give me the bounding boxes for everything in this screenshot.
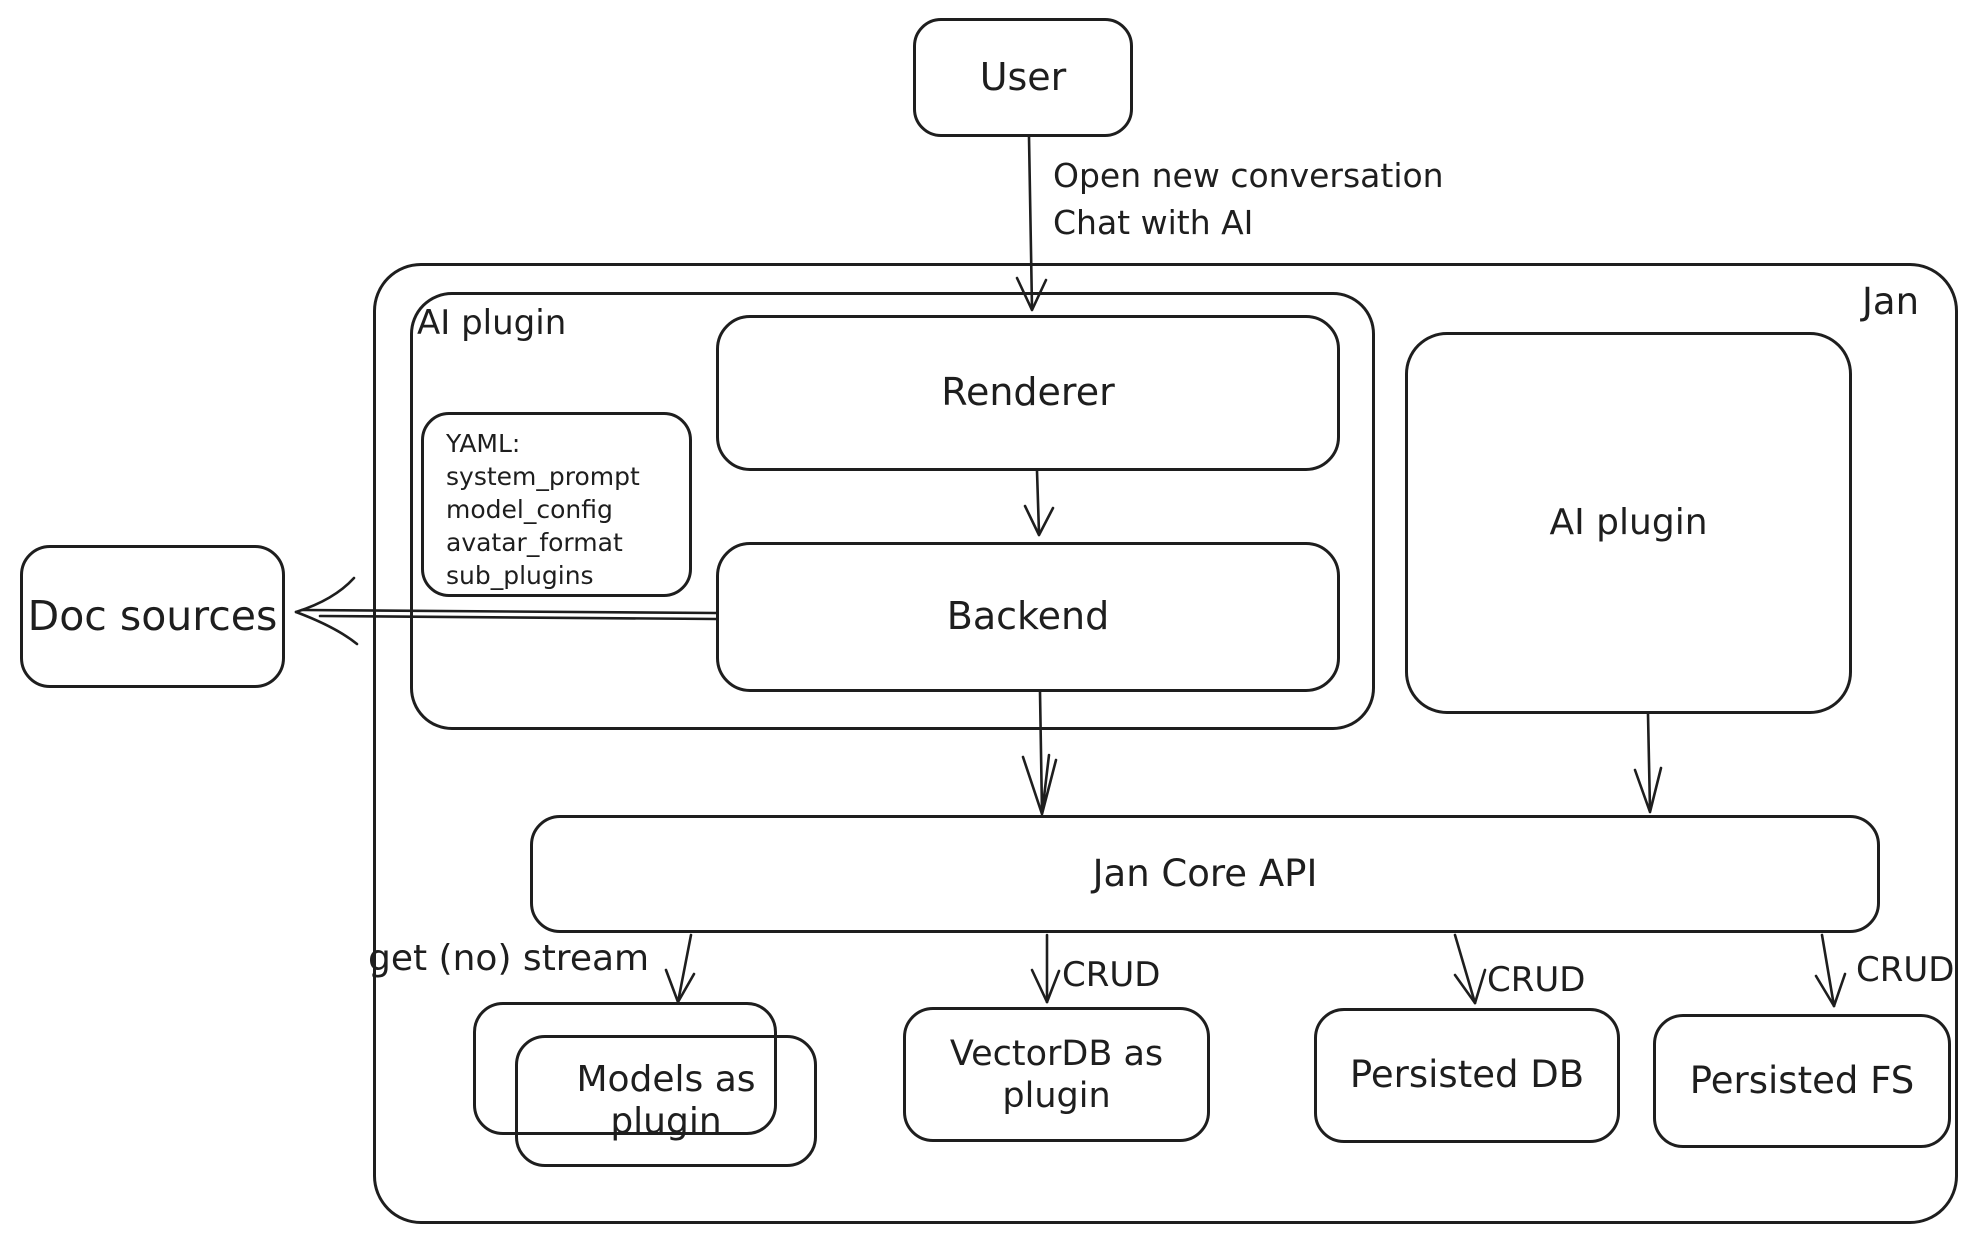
edge-label-get-no-stream: get (no) stream [368,938,650,979]
edge-label-chat-with-ai-line: Chat with AI [1053,203,1254,242]
edge-label-crud-vectordb: CRUD [1062,955,1161,995]
yaml-note-line: model_config [446,495,613,524]
models-as-plugin-node: Models as plugin [515,1035,817,1167]
yaml-note-line: YAML: [446,429,521,458]
jan-container [373,263,1958,1224]
yaml-note: YAML: system_prompt model_config avatar_… [421,412,692,597]
ai-plugin-group [410,292,1375,730]
models-as-plugin-label-line: plugin [610,1101,722,1142]
edge-label-crud-persisted-db: CRUD [1487,960,1586,1000]
yaml-note-line: system_prompt [446,462,640,491]
vectordb-as-plugin-node: VectorDB as plugin [903,1007,1210,1142]
doc-sources-node-label: Doc sources [27,591,278,640]
jan-core-api-node-label: Jan Core API [1092,851,1318,895]
edge-label-open-conversation: Open new conversation Chat with AI [1053,152,1444,246]
jan-container-label: Jan [1862,280,1920,323]
yaml-note-line: sub_plugins [446,561,594,590]
backend-node-label: Backend [946,594,1110,639]
vectordb-as-plugin-label-line: VectorDB as [949,1033,1164,1074]
models-as-plugin-outer [473,1002,777,1135]
edge-label-crud-persisted-fs: CRUD [1856,950,1955,990]
vectordb-as-plugin-label-line: plugin [1002,1075,1111,1116]
backend-node: Backend [716,542,1340,692]
persisted-fs-node-label: Persisted FS [1689,1058,1915,1102]
yaml-note-line: avatar_format [446,528,623,557]
models-as-plugin-label-line: Models as [576,1059,756,1100]
user-node: User [913,18,1133,137]
renderer-node: Renderer [716,315,1340,471]
persisted-db-node-label: Persisted DB [1349,1053,1585,1097]
jan-core-api-node: Jan Core API [530,815,1880,933]
ai-plugin-group-label: AI plugin [417,303,567,343]
persisted-db-node: Persisted DB [1314,1008,1620,1143]
persisted-fs-node: Persisted FS [1653,1014,1951,1148]
ai-plugin-node: AI plugin [1405,332,1852,714]
user-node-label: User [979,54,1067,99]
edge-label-open-conversation-line: Open new conversation [1053,156,1444,195]
doc-sources-node: Doc sources [20,545,285,688]
ai-plugin-node-label: AI plugin [1549,502,1708,544]
renderer-node-label: Renderer [941,370,1115,415]
